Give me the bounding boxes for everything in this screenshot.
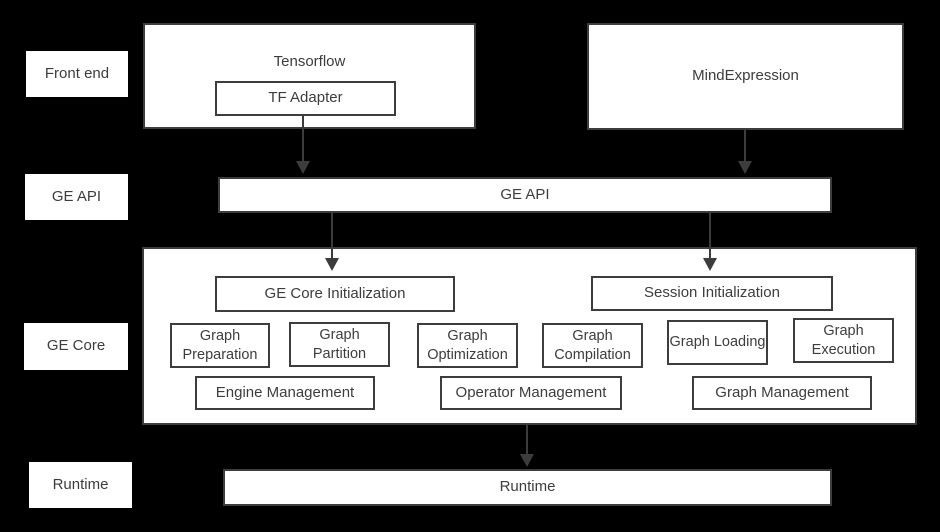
- row-label-front-end: Front end: [26, 51, 128, 97]
- arrow-shaft: [744, 130, 746, 161]
- tensorflow-title: Tensorflow: [273, 53, 346, 70]
- arrow-shaft: [331, 213, 333, 258]
- tensorflow-box: Tensorflow TF Adapter: [143, 23, 476, 129]
- arrow-mindexpression-to-ge-api: [738, 130, 752, 174]
- arrow-shaft: [302, 114, 304, 161]
- runtime-bar: Runtime: [223, 469, 832, 506]
- tf-adapter-box: TF Adapter: [215, 81, 396, 116]
- session-initialization-box: Session Initialization: [591, 276, 833, 311]
- graph-compilation-box: Graph Compilation: [542, 323, 643, 368]
- arrow-down-icon: [738, 161, 752, 174]
- arrow-tf-adapter-to-ge-api: [296, 114, 310, 174]
- arrow-down-icon: [325, 258, 339, 271]
- arrow-down-icon: [703, 258, 717, 271]
- ge-core-box: GE Core Initialization Session Initializ…: [142, 247, 917, 425]
- ge-api-bar: GE API: [218, 177, 832, 213]
- arrow-shaft: [526, 425, 528, 454]
- graph-execution-box: Graph Execution: [793, 318, 894, 363]
- graph-management-box: Graph Management: [692, 376, 872, 410]
- arrow-down-icon: [520, 454, 534, 467]
- engine-management-box: Engine Management: [195, 376, 375, 410]
- mindexpression-box: MindExpression: [587, 23, 904, 130]
- graph-optimization-box: Graph Optimization: [417, 323, 518, 368]
- row-label-ge-api: GE API: [25, 174, 128, 220]
- arrow-shaft: [709, 213, 711, 258]
- row-label-ge-core: GE Core: [24, 323, 128, 370]
- arrow-ge-api-to-session-initialization: [703, 213, 717, 271]
- operator-management-box: Operator Management: [440, 376, 622, 410]
- graph-preparation-box: Graph Preparation: [170, 323, 270, 368]
- graph-partition-box: Graph Partition: [289, 322, 390, 367]
- row-label-runtime: Runtime: [29, 462, 132, 508]
- arrow-down-icon: [296, 161, 310, 174]
- graph-loading-box: Graph Loading: [667, 320, 768, 365]
- arrow-ge-api-to-ge-core-initialization: [325, 213, 339, 271]
- ge-core-initialization-box: GE Core Initialization: [215, 276, 455, 312]
- arrow-ge-core-to-runtime: [520, 425, 534, 467]
